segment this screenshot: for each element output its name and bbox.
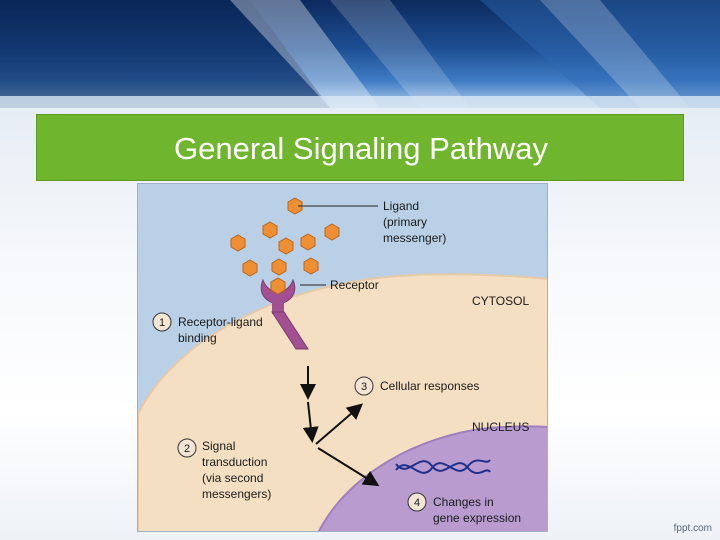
receptor-label: Receptor xyxy=(330,278,379,292)
ligand-hexagon xyxy=(242,259,258,277)
arrow-to-nucleus xyxy=(317,447,380,487)
slide-title: General Signaling Pathway xyxy=(174,131,548,166)
ligand-label-line-2: (primary xyxy=(383,215,427,229)
step-4-label-line-1: Changes in xyxy=(433,495,494,509)
step-number-4: 4 xyxy=(414,497,420,509)
step-4-label-line-2: gene expression xyxy=(433,511,521,525)
step-number-3: 3 xyxy=(361,381,367,393)
header-banner xyxy=(0,0,720,108)
ligand-hexagon xyxy=(324,223,340,241)
ligand-molecules xyxy=(230,197,340,277)
ligand-hexagon xyxy=(230,234,246,252)
signaling-pathway-figure: 1 2 3 4 Ligand (primary messenger) Recep… xyxy=(137,183,548,532)
step-1-label-line-1: Receptor-ligand xyxy=(178,315,263,329)
arrow-to-responses xyxy=(315,403,364,445)
step-2-label-line-4: messengers) xyxy=(202,487,271,501)
step-circle-1: 1 xyxy=(152,312,172,332)
header-swoosh-graphic xyxy=(0,0,720,108)
ligand-label-line-3: messenger) xyxy=(383,231,446,245)
ligand-hexagon xyxy=(300,233,316,251)
step-2-label-line-2: transduction xyxy=(202,455,267,469)
arrow-down-2 xyxy=(302,401,319,443)
title-bar: General Signaling Pathway xyxy=(36,114,684,181)
step-circle-4: 4 xyxy=(407,492,427,512)
signal-arrows xyxy=(300,366,380,487)
ligand-hexagon xyxy=(271,258,287,276)
step-2-label-line-1: Signal xyxy=(202,439,235,453)
step-1-label-line-2: binding xyxy=(178,331,217,345)
step-circle-2: 2 xyxy=(177,438,197,458)
ligand-hexagon xyxy=(278,237,294,255)
step-circle-3: 3 xyxy=(354,376,374,396)
ligand-hexagon xyxy=(303,257,319,275)
ligand-hexagon xyxy=(287,197,303,215)
ligand-label-line-1: Ligand xyxy=(383,199,419,213)
receptor-protein xyxy=(260,277,309,350)
step-2-label-line-3: (via second xyxy=(202,471,263,485)
nucleus-region xyxy=(317,425,547,531)
cytosol-label: CYTOSOL xyxy=(472,294,529,308)
pathway-diagram: 1 2 3 4 Ligand (primary messenger) Recep… xyxy=(138,184,547,531)
step-number-1: 1 xyxy=(159,317,165,329)
ligand-hexagon xyxy=(262,221,278,239)
nucleus-label: NUCLEUS xyxy=(472,420,529,434)
step-number-2: 2 xyxy=(184,443,190,455)
dna-helix-icon xyxy=(395,459,491,474)
step-3-label: Cellular responses xyxy=(380,379,479,393)
bound-ligand xyxy=(270,277,286,295)
footer-brand: fppt.com xyxy=(673,523,712,534)
